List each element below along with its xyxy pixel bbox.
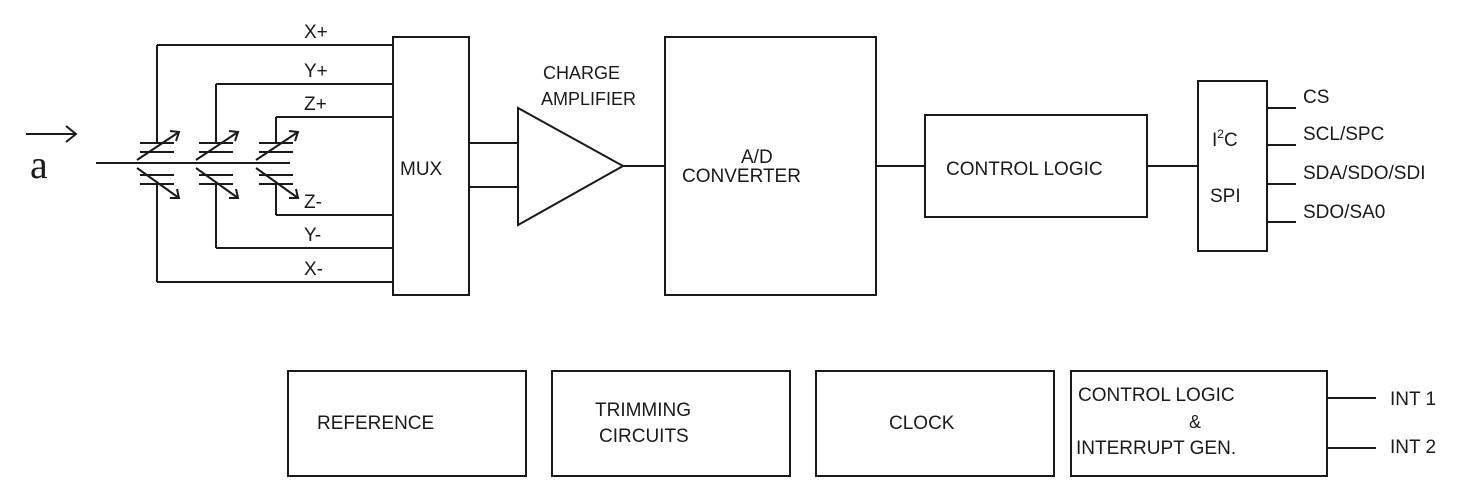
trimming-circuits-block <box>551 370 791 477</box>
adc-label-line1: A/D <box>741 147 773 168</box>
charge-amplifier-label-line2: AMPLIFIER <box>541 89 636 109</box>
y-cap-top-trim-arrow <box>195 131 239 161</box>
reference-block <box>287 370 527 477</box>
charge-amplifier <box>517 106 626 227</box>
pin-sdo-label: SDO/SA0 <box>1303 202 1385 223</box>
x-axis-capacitors <box>136 44 393 283</box>
adc-label-line2: CONVERTER <box>682 166 801 187</box>
z-cap-top-trim-arrow <box>255 131 299 161</box>
clock-label: CLOCK <box>889 413 955 434</box>
acceleration-vector: a <box>26 125 78 187</box>
x-cap-top-trim-arrow <box>136 131 180 161</box>
label-y-pos: Y+ <box>304 61 328 82</box>
interrupt-control-label-line1: CONTROL LOGIC <box>1078 385 1235 406</box>
x-cap-bottom-trim-arrow <box>136 167 180 199</box>
control-logic-block <box>924 114 1148 218</box>
label-y-neg: Y- <box>304 225 321 246</box>
int1-label: INT 1 <box>1390 389 1436 410</box>
trimming-label-line1: TRIMMING <box>595 400 691 421</box>
serial-interface-block <box>1197 80 1268 252</box>
pin-sda-label: SDA/SDO/SDI <box>1303 163 1425 184</box>
pin-cs-label: CS <box>1303 87 1329 108</box>
input-symbol: a <box>30 142 48 187</box>
interrupt-control-block <box>1070 370 1328 477</box>
charge-amplifier-label-line1: CHARGE <box>543 63 620 83</box>
vector-arrow-head <box>65 125 78 143</box>
y-cap-bottom-trim-arrow <box>195 167 239 199</box>
label-z-pos: Z+ <box>304 94 327 115</box>
clock-block <box>815 370 1055 477</box>
control-logic-label: CONTROL LOGIC <box>946 159 1103 180</box>
y-axis-capacitors <box>195 83 393 249</box>
trimming-label-line2: CIRCUITS <box>599 426 689 447</box>
pin-scl-label: SCL/SPC <box>1303 124 1384 145</box>
label-z-neg: Z- <box>304 192 322 213</box>
spi-label: SPI <box>1210 186 1241 207</box>
reference-label: REFERENCE <box>317 413 434 434</box>
i2c-label: I2C <box>1212 127 1238 151</box>
mux-label: MUX <box>400 159 443 180</box>
label-x-neg: X- <box>304 259 323 280</box>
adc-block <box>664 36 877 296</box>
label-x-pos: X+ <box>304 22 328 43</box>
z-axis-capacitors <box>255 116 393 216</box>
z-cap-bottom-trim-arrow <box>255 167 299 199</box>
int2-label: INT 2 <box>1390 437 1436 458</box>
interrupt-control-label-line2: & <box>1189 412 1201 432</box>
mux-block <box>392 36 470 296</box>
interrupt-control-label-line3: INTERRUPT GEN. <box>1076 438 1236 459</box>
